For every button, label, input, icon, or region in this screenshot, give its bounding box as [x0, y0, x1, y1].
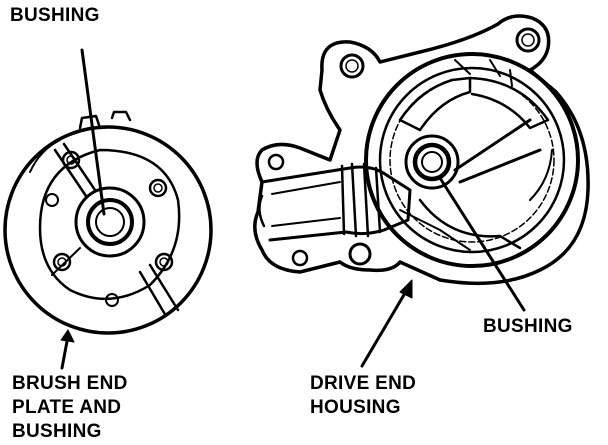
leader-drive-end — [360, 286, 410, 368]
bushing-top-label: BUSHING — [10, 5, 100, 26]
brush-end-label-line: BRUSH END — [12, 373, 128, 394]
drive-end-housing-label: DRIVE END HOUSING — [310, 372, 416, 420]
brush-end-plate — [3, 110, 213, 335]
bushing-right-label: BUSHING — [483, 316, 573, 337]
leader-bushing-right — [438, 176, 526, 312]
drive-end-label-line: HOUSING — [310, 397, 401, 418]
drive-end-housing — [253, 14, 590, 286]
drive-end-label-line: DRIVE END — [310, 373, 417, 394]
brush-end-label-line: PLATE AND — [12, 397, 122, 418]
leader-bushing-top — [80, 48, 106, 216]
brush-end-label-line: BUSHING — [12, 421, 102, 442]
brush-end-plate-label: BRUSH END PLATE AND BUSHING — [12, 372, 128, 444]
